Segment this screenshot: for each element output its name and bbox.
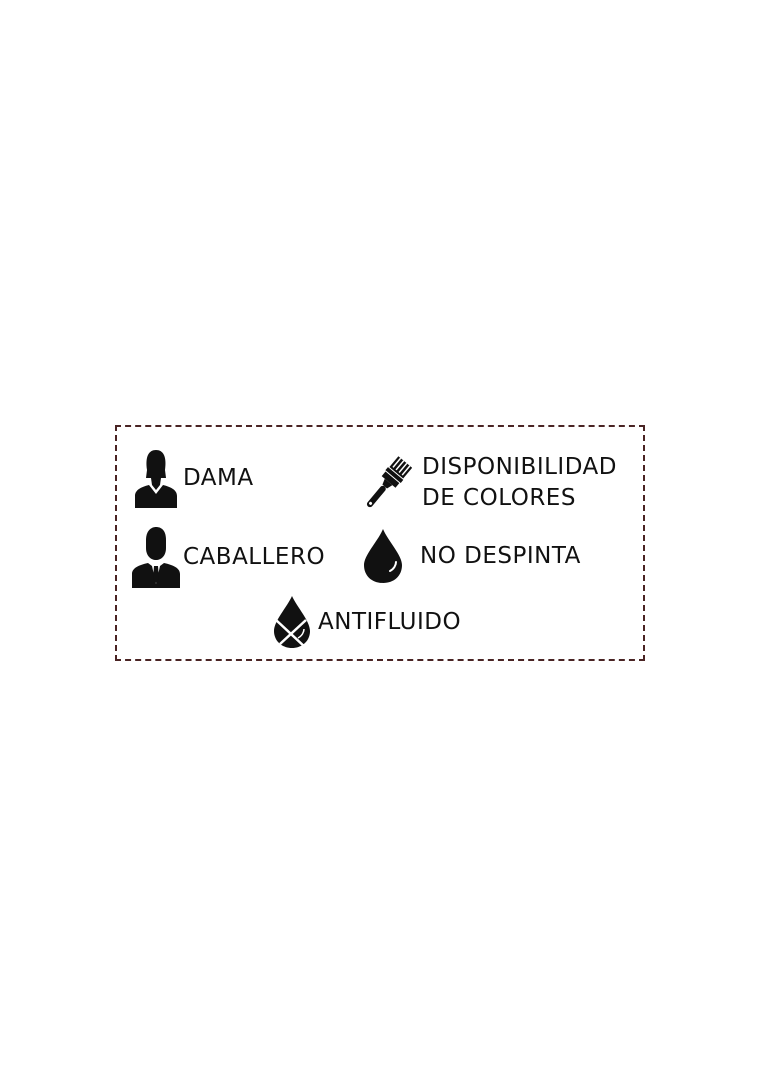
feature-dama: DAMA: [133, 448, 254, 508]
feature-no-despinta: NO DESPINTA: [362, 527, 581, 585]
feature-label-line1: DISPONIBILIDAD: [422, 454, 617, 480]
man-icon: [132, 527, 180, 588]
feature-label: NO DESPINTA: [420, 542, 581, 569]
feature-label-line2: DE COLORES: [422, 485, 576, 511]
drop-icon: [364, 529, 402, 583]
feature-antifluido: ANTIFLUIDO: [272, 594, 461, 650]
feature-label: DAMA: [183, 464, 254, 491]
feature-label: ANTIFLUIDO: [318, 608, 462, 635]
feature-label: CABALLERO: [183, 543, 326, 570]
feature-colores: DISPONIBILIDAD DE COLORES: [360, 454, 617, 515]
feature-caballero: CABALLERO: [131, 526, 325, 588]
features-panel: [115, 425, 645, 661]
crossed-drop-icon: [274, 596, 310, 649]
woman-icon: [135, 450, 177, 508]
paintbrush-icon: [366, 456, 412, 508]
